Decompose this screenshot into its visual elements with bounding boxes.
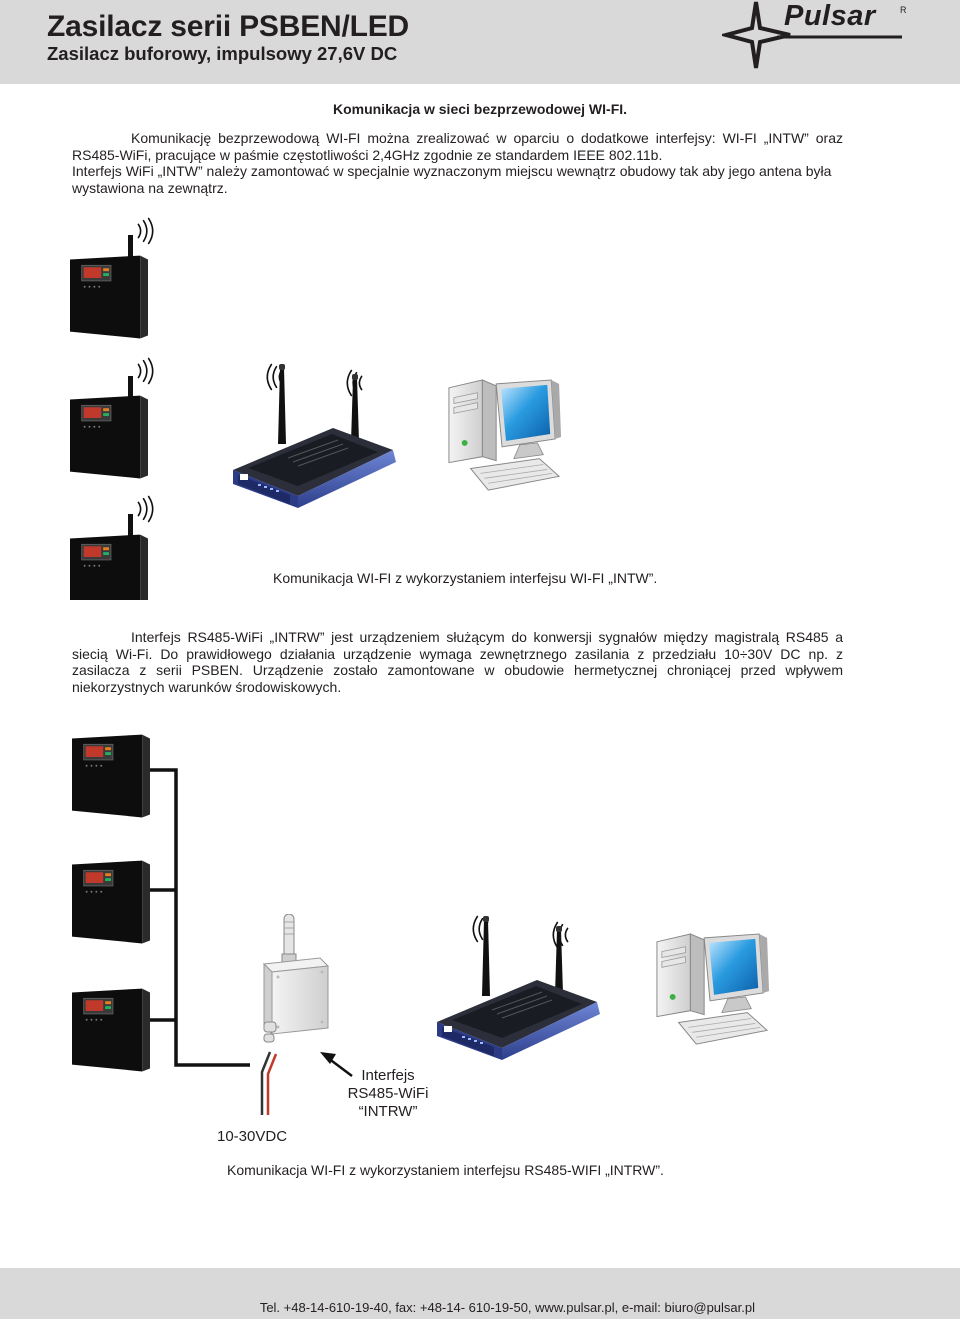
power-supply-icon (72, 734, 150, 818)
logo-underline (777, 35, 902, 39)
rs485-bus-cable (150, 768, 250, 1067)
paragraph-line: Komunikację bezprzewodową WI-FI można zr… (131, 130, 843, 146)
caption-intrw: Komunikacja WI-FI z wykorzystaniem inter… (227, 1162, 664, 1178)
arrow-icon (320, 1052, 353, 1077)
paragraph-line: wystawiona na zewnątrz. (72, 179, 228, 196)
page-footer: Tel. +48-14-610-19-40, fax: +48-14- 610-… (0, 1268, 960, 1319)
paragraph-line: Interfejs WiFi „INTW” należy zamontować … (72, 163, 832, 179)
diagram-intw (70, 217, 562, 600)
paragraph-line: niekorzystnych warunków środowiskowych. (72, 678, 342, 695)
paragraph-line: Interfejs RS485-WiFi „INTRW” jest urządz… (131, 629, 843, 645)
page-title: Zasilacz serii PSBEN/LED (47, 10, 410, 43)
intrw-paragraph: Interfejs RS485-WiFi „INTRW” jest urządz… (72, 629, 843, 695)
page-subtitle: Zasilacz buforowy, impulsowy 27,6V DC (47, 43, 398, 64)
registered-mark: R (900, 5, 907, 15)
page-header: Zasilacz serii PSBEN/LED Zasilacz buforo… (0, 0, 960, 84)
section-title: Komunikacja w sieci bezprzewodowej WI-FI… (332, 101, 628, 117)
paragraph-line: RS485-WiFi, pracujące w paśmie częstotli… (72, 146, 663, 163)
pulsar-logo: Pulsar R (722, 0, 912, 70)
router-icon (436, 915, 601, 1060)
psu-unit-1 (70, 217, 154, 339)
interface-label-line: “INTRW” (358, 1103, 418, 1120)
power-supply-icon (72, 860, 150, 944)
pulsar-logo-icon (722, 1, 791, 69)
caption-intw: Komunikacja WI-FI z wykorzystaniem inter… (273, 570, 658, 586)
paragraph-line: zasilacza z serii PSBEN. Urządzenie zost… (72, 662, 843, 678)
intro-paragraph: Komunikację bezprzewodową WI-FI można zr… (72, 130, 843, 196)
power-supply-icon (72, 988, 150, 1072)
power-cable (260, 1051, 278, 1115)
contact-info: Tel. +48-14-610-19-40, fax: +48-14- 610-… (259, 1300, 755, 1315)
psu-unit-3 (70, 495, 154, 600)
paragraph-line: siecią Wi-Fi. Do prawidłowego działania … (72, 645, 843, 662)
psu-unit-2 (70, 357, 154, 479)
interface-label: Interfejs RS485-WiFi “INTRW” (342, 1067, 434, 1121)
router (436, 915, 601, 1060)
interface-label-line: Interfejs (361, 1067, 415, 1084)
rs485-wifi-module-icon (263, 914, 329, 1043)
logo-text: Pulsar (784, 0, 876, 32)
computer-icon (656, 933, 770, 1045)
interface-label-line: RS485-WiFi (347, 1085, 429, 1102)
power-label: 10-30VDC (217, 1128, 288, 1145)
